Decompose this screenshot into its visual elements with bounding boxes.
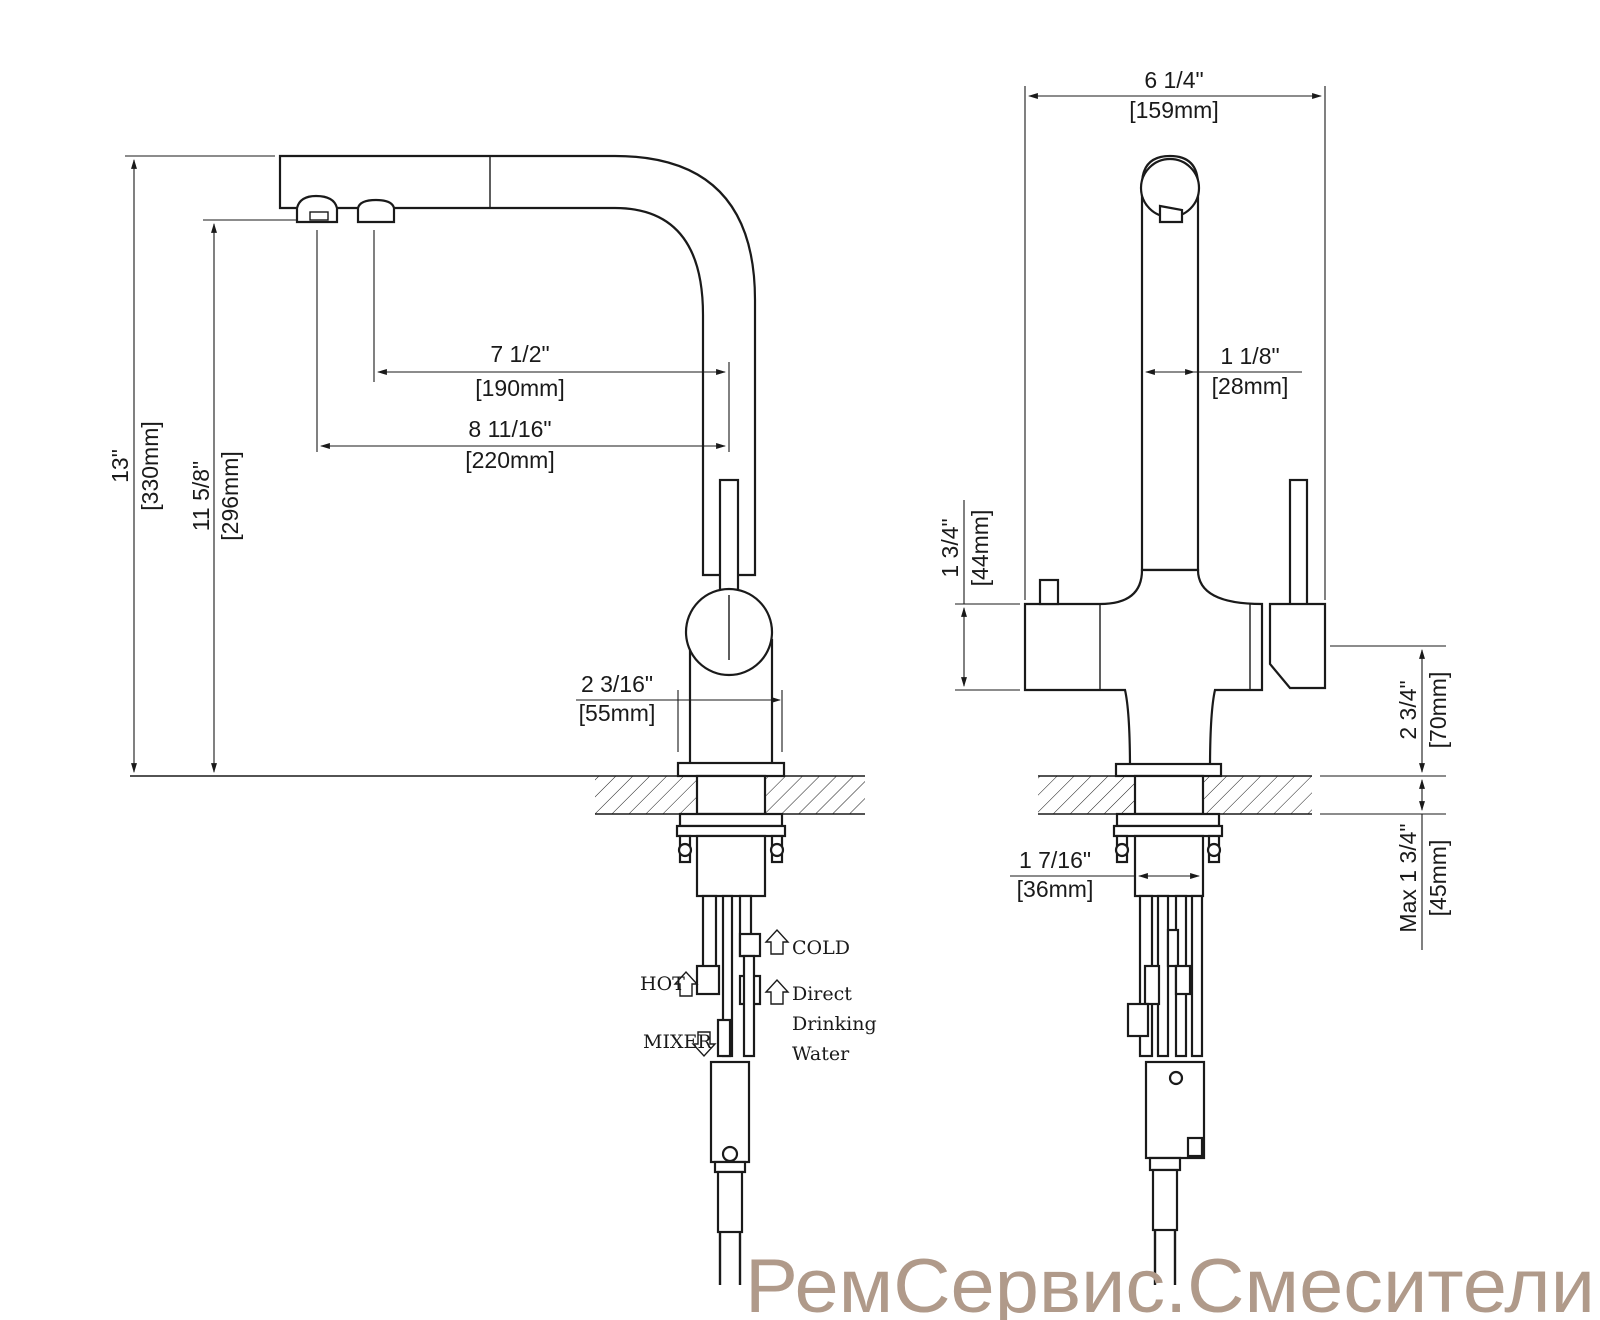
side-hose-weight xyxy=(709,1060,751,1164)
dim-outlet-height-mm: [296mm] xyxy=(217,451,243,540)
dim-height-mm: [330mm] xyxy=(137,421,163,510)
label-cold: COLD xyxy=(792,937,850,959)
front-lever-hub xyxy=(1268,602,1327,690)
hot-arrow-icon xyxy=(673,970,699,997)
front-lever xyxy=(1288,478,1309,607)
side-mount-block xyxy=(695,834,767,898)
dim-deck-mm: [45mm] xyxy=(1425,840,1451,917)
side-shank xyxy=(695,774,767,816)
dim-width-mm: [159mm] xyxy=(1129,97,1218,123)
side-view: 13" [330mm] 11 5/8" [296mm] 7 1/2" [190m… xyxy=(107,154,877,1285)
cold-arrow-icon xyxy=(764,928,790,955)
dim-spout-in: 1 1/8" xyxy=(1220,343,1279,369)
dim-reach-1-mm: [190mm] xyxy=(475,375,564,401)
side-outlet-left xyxy=(295,194,339,224)
front-hoses xyxy=(1126,894,1204,1058)
label-mixer: MIXER xyxy=(643,1031,712,1053)
label-direct-1: Direct xyxy=(792,983,852,1005)
dim-base-height-in: 2 3/4" xyxy=(1395,680,1421,739)
dim-height-in: 13" xyxy=(107,449,133,483)
dim-base-in: 2 3/16" xyxy=(581,671,653,697)
label-direct-3: Water xyxy=(792,1043,850,1065)
dim-reach-1-in: 7 1/2" xyxy=(490,341,549,367)
side-base-flange xyxy=(676,761,786,778)
dim-body-in: 1 3/4" xyxy=(937,518,963,577)
front-shank xyxy=(1133,774,1205,816)
side-hoses xyxy=(695,894,762,1058)
label-hot: HOT xyxy=(640,973,685,995)
front-body xyxy=(1023,568,1264,772)
front-filter-button xyxy=(1038,578,1060,606)
dim-reach-2-mm: [220mm] xyxy=(465,447,554,473)
dim-deck-in: Max 1 3/4" xyxy=(1395,823,1421,932)
dim-shank-mm: [36mm] xyxy=(1017,876,1094,902)
watermark: РемСервис.Смесители xyxy=(745,1244,1595,1320)
dim-outlet-height-in: 11 5/8" xyxy=(188,461,214,531)
dim-base-height-mm: [70mm] xyxy=(1425,672,1451,749)
dim-spout-mm: [28mm] xyxy=(1212,373,1289,399)
direct-water-arrow-icon xyxy=(764,978,790,1005)
label-direct-2: Drinking xyxy=(792,1013,877,1035)
dim-shank-in: 1 7/16" xyxy=(1019,847,1091,873)
side-outlet-right xyxy=(356,198,396,224)
dim-base-mm: [55mm] xyxy=(579,700,656,726)
dim-reach-2-in: 8 11/16" xyxy=(468,416,551,442)
dim-body-mm: [44mm] xyxy=(967,510,993,587)
mixer-arrow-icon xyxy=(691,1031,717,1058)
front-base-flange xyxy=(1114,762,1223,778)
dim-width-in: 6 1/4" xyxy=(1144,67,1203,93)
front-view: 6 1/4" [159mm] 1 1/8" [28mm] 1 3/4" [44m… xyxy=(937,67,1451,1285)
front-mount-block xyxy=(1133,834,1205,898)
